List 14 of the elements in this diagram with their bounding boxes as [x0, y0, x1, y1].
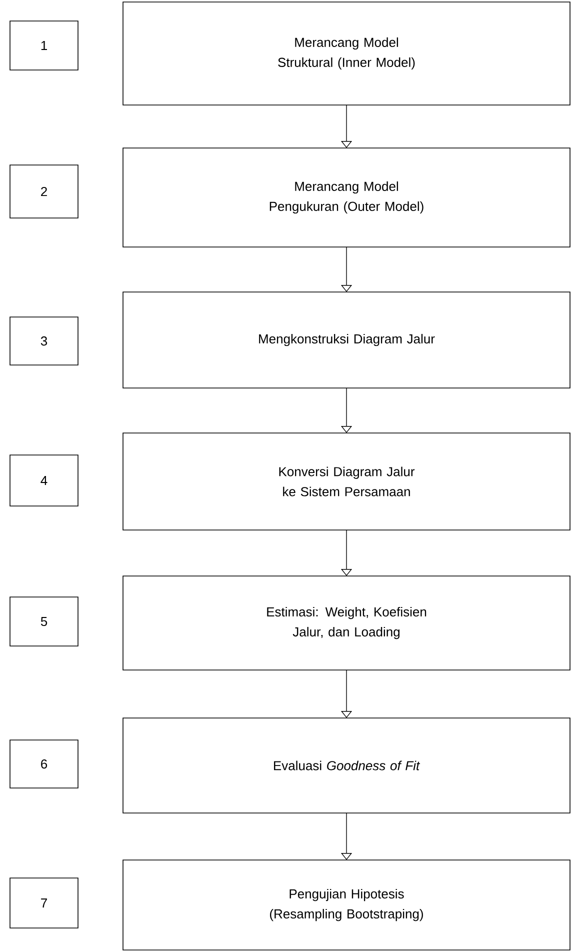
step-box: Mengkonstruksi Diagram Jalur	[122, 292, 570, 388]
number-box: 6	[10, 740, 78, 788]
step-box: Estimasi: Weight, Koefisien Jalur, dan Loading	[122, 576, 570, 670]
number-box: 3	[10, 316, 78, 366]
step-box: Pengujian Hipotesis (Resampling Bootstraping)	[122, 860, 570, 950]
step-box: Merancang Model Struktural (Inner Model)	[122, 2, 570, 106]
number-box: 5	[10, 596, 78, 646]
number-box: 4	[10, 454, 78, 506]
step-box: Evaluasi Goodness of Fit	[122, 718, 570, 814]
number-box: 7	[10, 878, 78, 928]
step-box: Konversi Diagram Jalur ke Sistem Persamaan	[122, 432, 570, 530]
number-box: 2	[10, 164, 78, 218]
step-box: Merancang Model Pengukuran (Outer Model)	[122, 148, 570, 248]
number-box: 1	[10, 20, 78, 70]
